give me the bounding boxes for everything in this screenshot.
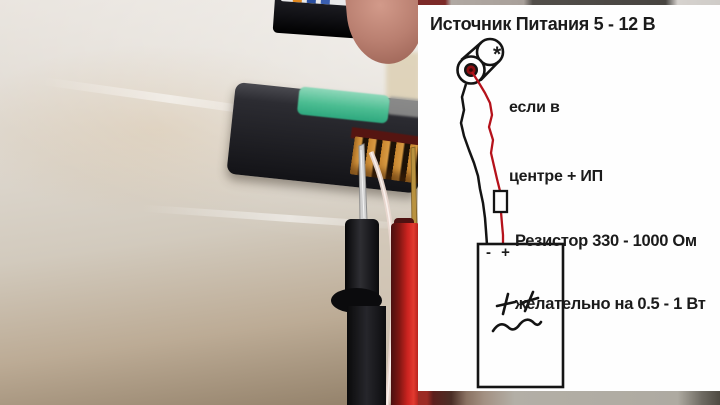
note-line-1: если в [509,99,560,116]
red-probe-body [391,223,420,405]
video-edge-top-strip [418,0,720,5]
black-probe-shaft [347,306,386,405]
diagram-title: Источник Питания 5 - 12 В [430,14,656,34]
plug-polarity-note: если в центре + ИП [509,50,603,211]
resistor-label: Резистор 330 - 1000 Ом желательно на 0.5… [515,189,706,336]
battery-label-blue-mark [306,0,317,4]
battery-label-blue-mark [320,0,331,5]
note-asterisk: * [493,43,502,66]
resistor-label-line-2: желательно на 0.5 - 1 Вт [515,295,706,313]
note-line-2: центре + ИП [509,168,603,185]
video-edge-bottom-strip [418,391,720,405]
resistor-label-line-1: Резистор 330 - 1000 Ом [515,232,697,250]
box-terminal-labels: - + [486,244,513,261]
